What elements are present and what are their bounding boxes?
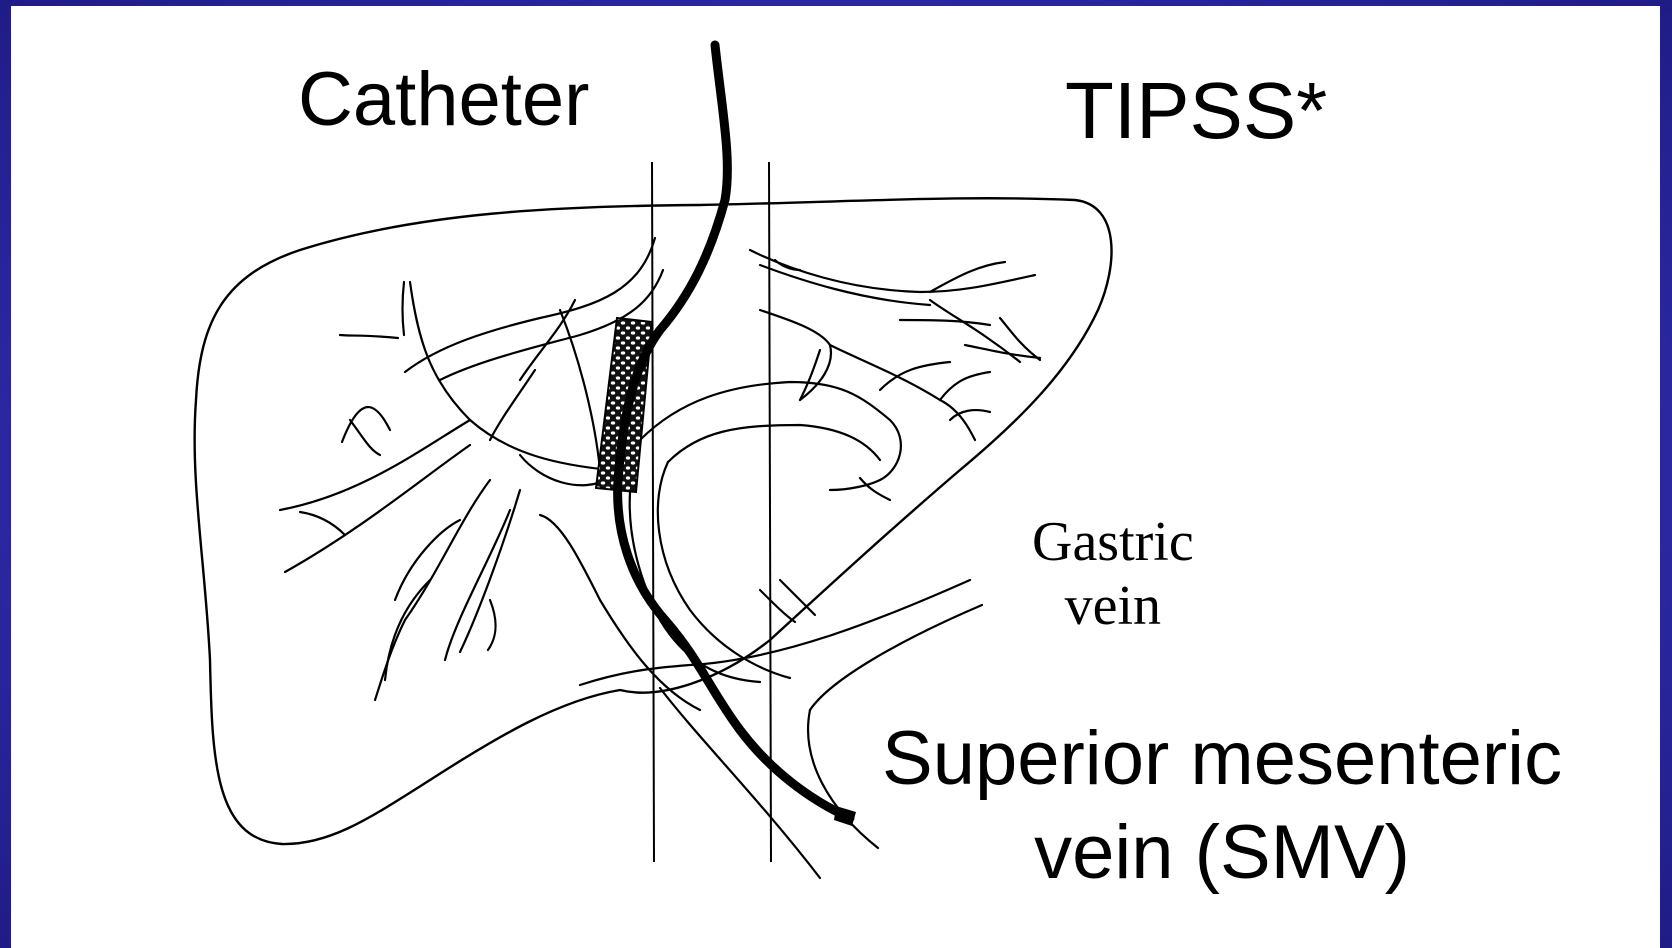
tipss-label: TIPSS* [1065, 71, 1327, 151]
smv-label-line2: vein (SMV) [882, 806, 1562, 900]
gastric-vein-label-line1: Gastric [1032, 511, 1194, 575]
gastric-vein-label-line2: vein [1032, 575, 1194, 639]
catheter-tip [834, 806, 856, 826]
smv-label-line1: Superior mesenteric [882, 712, 1562, 806]
gastric-vein-label: Gastric vein [1032, 511, 1194, 639]
vertical-guide-lines [652, 162, 771, 862]
smv-label: Superior mesenteric vein (SMV) [882, 712, 1562, 900]
catheter-label: Catheter [298, 62, 590, 138]
